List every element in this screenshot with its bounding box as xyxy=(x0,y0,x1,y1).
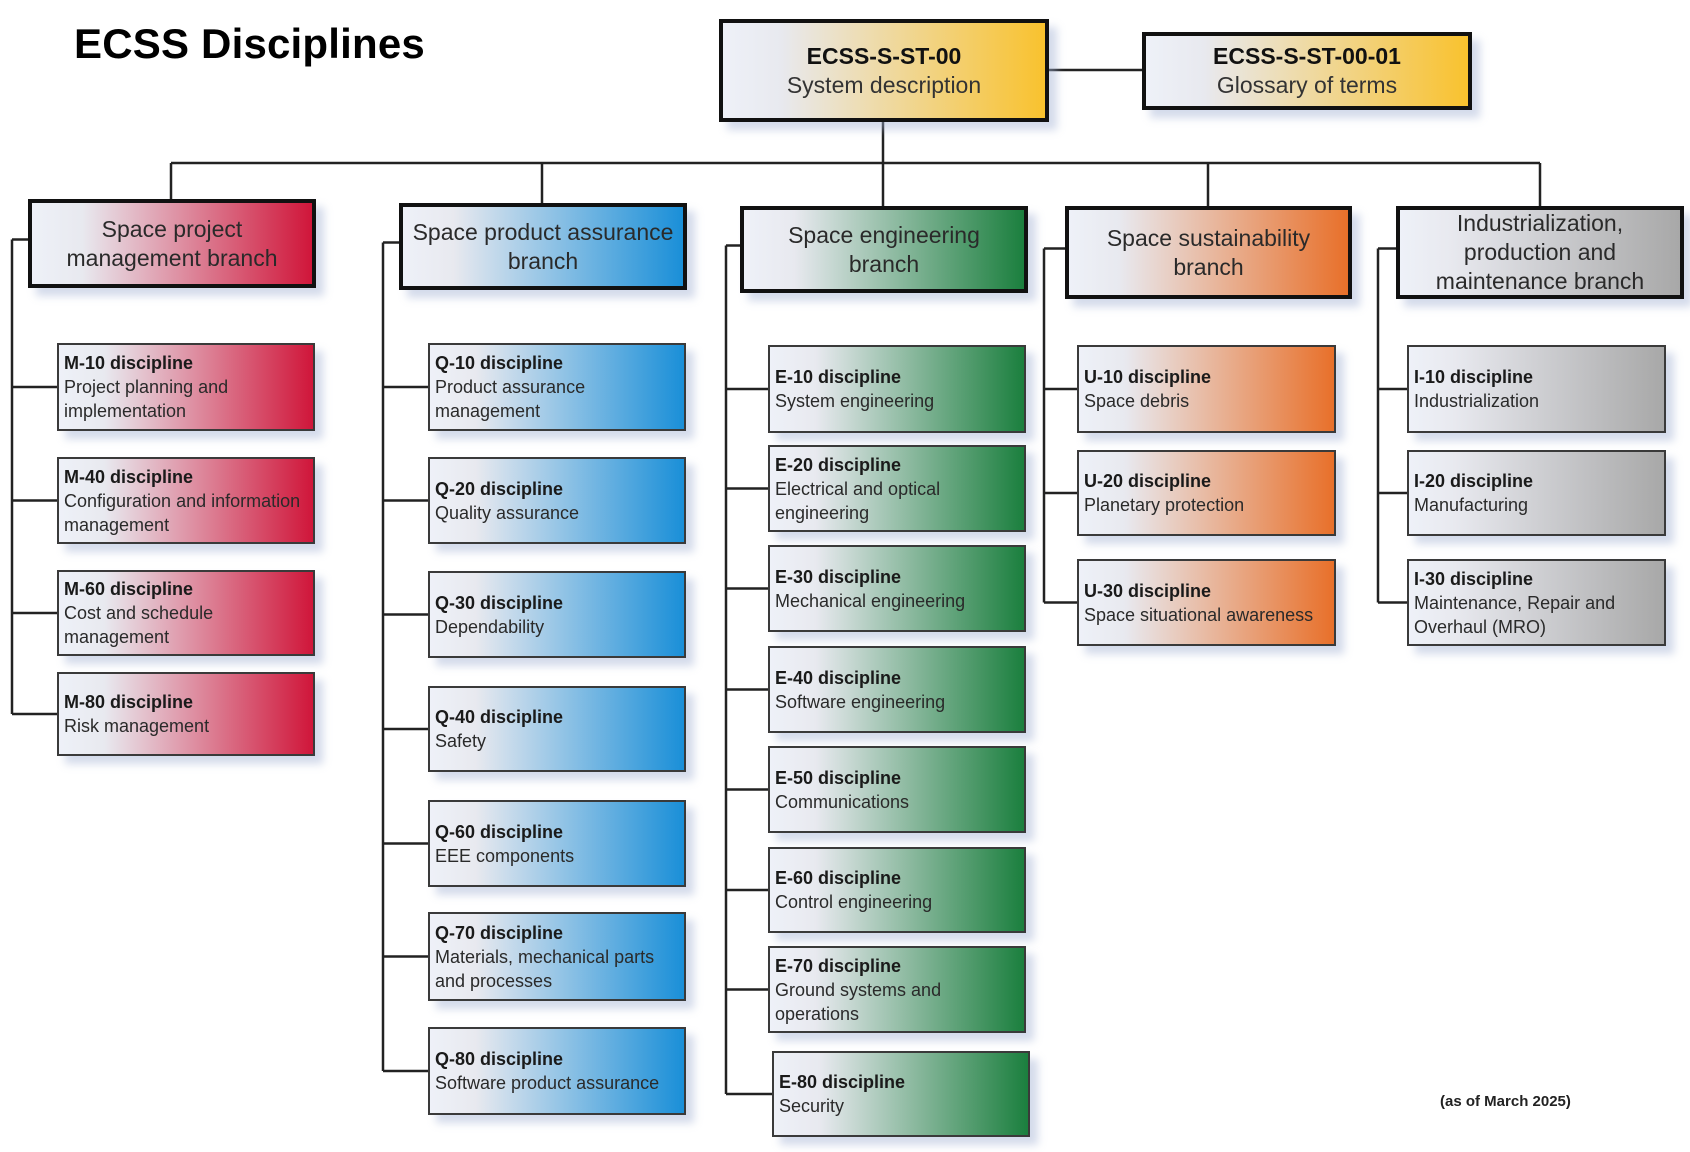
discipline-label: Planetary protection xyxy=(1084,495,1245,515)
discipline-code: E-70 discipline xyxy=(775,955,902,976)
discipline-code: Q-30 discipline xyxy=(435,592,564,613)
discipline-label: Electrical and optical engineering xyxy=(775,478,941,523)
discipline-code: U-30 discipline xyxy=(1084,580,1212,601)
branch-label: Space project management branch xyxy=(66,215,278,271)
page-title: ECSS Disciplines xyxy=(74,20,425,67)
branch-box-q[interactable]: Space product assurance branch xyxy=(399,203,687,290)
branch-box-e[interactable]: Space engineering branch xyxy=(740,206,1028,293)
root-standard-box[interactable]: ECSS-S-ST-00 System description xyxy=(719,19,1049,122)
discipline-code: M-60 discipline xyxy=(64,579,194,599)
discipline-label: EEE components xyxy=(435,845,575,866)
discipline-label: Ground systems and operations xyxy=(775,979,942,1024)
discipline-label: Safety xyxy=(435,731,487,751)
root-label: System description xyxy=(786,71,982,98)
discipline-code: I-10 discipline xyxy=(1414,367,1534,387)
glossary-code: ECSS-S-ST-00-01 xyxy=(1213,43,1401,69)
discipline-code: U-20 discipline xyxy=(1084,471,1212,491)
branch-label: Industrialization, production and mainte… xyxy=(1435,210,1645,294)
branch-label: Space sustainability branch xyxy=(1106,224,1311,280)
discipline-code: I-30 discipline xyxy=(1414,568,1534,589)
branch-label: Space product assurance branch xyxy=(412,218,674,274)
discipline-code: E-10 discipline xyxy=(775,367,902,387)
discipline-code: E-40 discipline xyxy=(775,667,902,688)
discipline-label: Control engineering xyxy=(775,892,933,912)
discipline-code: E-50 discipline xyxy=(775,767,902,788)
discipline-label: Software product assurance xyxy=(435,1073,660,1093)
branch-box-u[interactable]: Space sustainability branch xyxy=(1065,206,1352,299)
discipline-code: E-30 discipline xyxy=(775,566,902,587)
discipline-label: Industrialization xyxy=(1414,391,1540,411)
discipline-label: Cost and schedule management xyxy=(64,603,214,647)
branch-box-m[interactable]: Space project management branch xyxy=(28,199,316,288)
discipline-code: Q-10 discipline xyxy=(435,353,564,373)
discipline-label: Manufacturing xyxy=(1414,495,1529,515)
branch-box-i[interactable]: Industrialization, production and mainte… xyxy=(1396,206,1684,299)
discipline-label: Quality assurance xyxy=(435,502,580,523)
discipline-code: Q-20 discipline xyxy=(435,478,564,499)
branch-label: Space engineering branch xyxy=(788,221,980,277)
glossary-label: Glossary of terms xyxy=(1216,72,1398,98)
discipline-code: U-10 discipline xyxy=(1084,367,1212,387)
discipline-label: Space situational awareness xyxy=(1084,604,1314,625)
discipline-code: E-60 discipline xyxy=(775,868,902,888)
discipline-label: Communications xyxy=(775,791,910,812)
discipline-label: Dependability xyxy=(435,616,545,637)
discipline-code: M-80 discipline xyxy=(64,692,194,712)
discipline-code: Q-70 discipline xyxy=(435,922,564,943)
discipline-code: Q-60 discipline xyxy=(435,821,564,842)
discipline-label: Security xyxy=(779,1096,845,1116)
discipline-code: Q-80 discipline xyxy=(435,1049,564,1069)
glossary-box[interactable]: ECSS-S-ST-00-01 Glossary of terms xyxy=(1142,32,1472,110)
root-code: ECSS-S-ST-00 xyxy=(806,42,962,69)
discipline-code: E-80 discipline xyxy=(779,1072,906,1092)
discipline-label: Maintenance, Repair and Overhaul (MRO) xyxy=(1414,592,1616,637)
discipline-label: Project planning and implementation xyxy=(64,377,229,421)
discipline-label: Mechanical engineering xyxy=(775,590,966,611)
discipline-code: I-20 discipline xyxy=(1414,471,1534,491)
discipline-code: M-40 discipline xyxy=(64,466,194,487)
discipline-label: System engineering xyxy=(775,391,935,411)
discipline-label: Space debris xyxy=(1084,391,1190,411)
discipline-code: Q-40 discipline xyxy=(435,707,564,727)
discipline-code: M-10 discipline xyxy=(64,353,194,373)
discipline-label: Software engineering xyxy=(775,691,946,712)
discipline-label: Product assurance management xyxy=(435,377,586,421)
discipline-code: E-20 discipline xyxy=(775,454,902,475)
discipline-label: Configuration and information management xyxy=(64,490,301,535)
discipline-label: Risk management xyxy=(64,716,210,736)
discipline-label: Materials, mechanical parts and processe… xyxy=(435,946,655,991)
footnote: (as of March 2025) xyxy=(1440,1093,1571,1110)
